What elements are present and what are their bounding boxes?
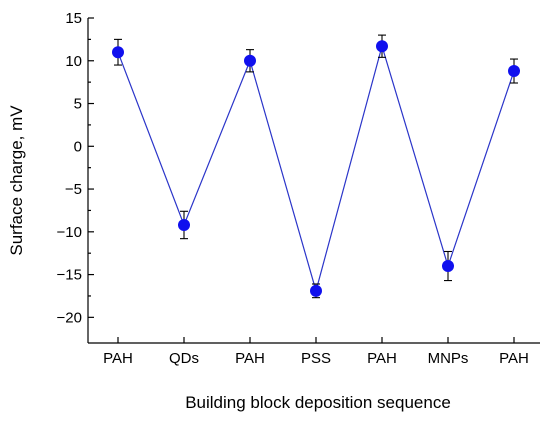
x-tick-label: PAH [367,350,397,367]
y-tick-label: 10 [65,53,82,70]
y-tick-label: 15 [65,10,82,27]
y-tick-label: 0 [74,138,82,155]
data-point [310,284,322,297]
axes [87,18,540,344]
data-point [376,40,388,53]
data-point [244,54,256,67]
x-axis-title: Building block deposition sequence [185,393,451,412]
x-ticks: PAH QDs PAH PSS PAH MNPs PAH [103,337,529,367]
series [112,34,520,299]
series-line [117,44,515,294]
x-tick-label: PSS [301,350,331,367]
data-point [442,260,454,273]
y-tick-label: 5 [74,96,82,113]
x-tick-label: PAH [499,350,529,367]
y-ticks: 15 10 5 0 −5 −10 −15 −20 [57,10,94,326]
data-point [112,46,124,59]
data-point [508,65,520,78]
y-tick-label: −5 [65,181,82,198]
x-tick-label: MNPs [428,350,469,367]
x-tick-label: PAH [235,350,265,367]
y-tick-label: −15 [57,267,82,284]
y-axis-title: Surface charge, mV [7,105,26,256]
y-tick-label: −10 [57,224,82,241]
x-tick-label: QDs [169,350,199,367]
y-tick-label: −20 [57,309,82,326]
x-tick-label: PAH [103,350,133,367]
data-point [178,218,190,231]
